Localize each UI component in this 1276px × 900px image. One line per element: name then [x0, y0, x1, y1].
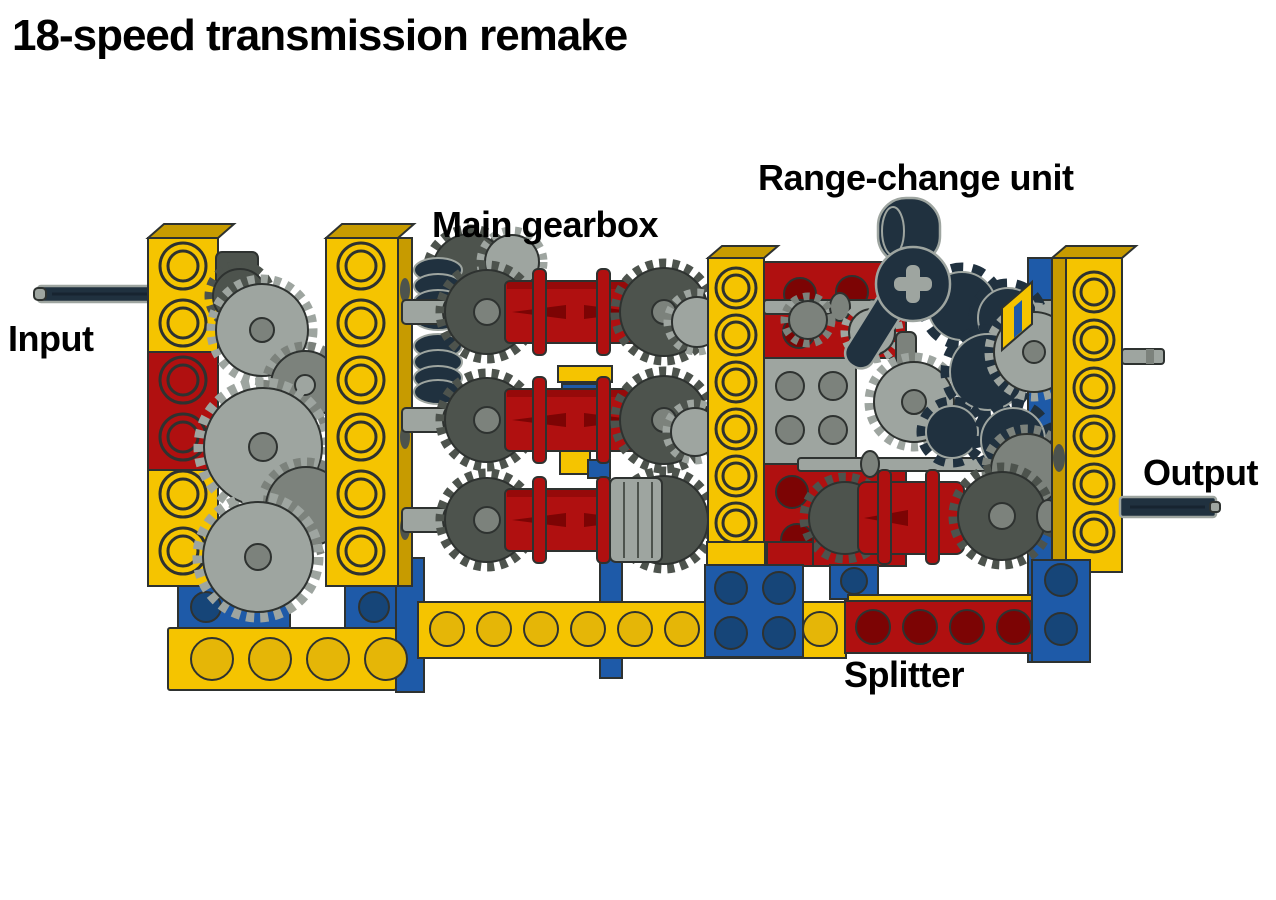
- frame-front: yellow plate: [167, 541, 1091, 691]
- range-change-lever: [843, 196, 952, 370]
- red-flange: [925, 469, 940, 565]
- red-flange: [596, 376, 611, 464]
- wave-spring: [413, 333, 463, 405]
- gearbox-shaft-1: [401, 258, 731, 366]
- red-flange: [532, 268, 547, 356]
- beam-holes: [1072, 270, 1116, 554]
- stub-axle: [1121, 348, 1165, 365]
- gear: [780, 292, 836, 348]
- knob-wheel: [916, 396, 988, 468]
- red-flange: [532, 476, 547, 564]
- red-flange: [596, 268, 611, 356]
- output-axle: [1118, 495, 1221, 519]
- page-title: 18-speed transmission remake: [12, 11, 628, 60]
- centre-beam: [705, 245, 781, 589]
- label-main-gearbox: Main gearbox: [432, 204, 659, 245]
- clutch-sleeve: [609, 477, 663, 563]
- beam-holes: [714, 266, 758, 545]
- beam-holes: [336, 241, 386, 576]
- label-splitter: Splitter: [844, 654, 965, 695]
- label-range-change-unit: Range-change unit: [758, 157, 1074, 198]
- red-flange: [596, 476, 611, 564]
- input-gear-cluster: [192, 251, 356, 623]
- label-input: Input: [8, 318, 94, 359]
- gearbox-shaft-3: [401, 466, 718, 574]
- left-beam-rear: [323, 223, 417, 587]
- beam-holes: [158, 241, 208, 576]
- gearbox-shaft-2: [401, 366, 728, 474]
- red-flange: [532, 376, 547, 464]
- grey-plate: [763, 357, 857, 465]
- label-output: Output: [1143, 452, 1258, 493]
- splitter-shaft: [799, 462, 1060, 570]
- output-housing: [1049, 245, 1165, 573]
- axle-cross: [906, 265, 920, 303]
- red-flange: [877, 469, 892, 565]
- gear: [192, 491, 324, 623]
